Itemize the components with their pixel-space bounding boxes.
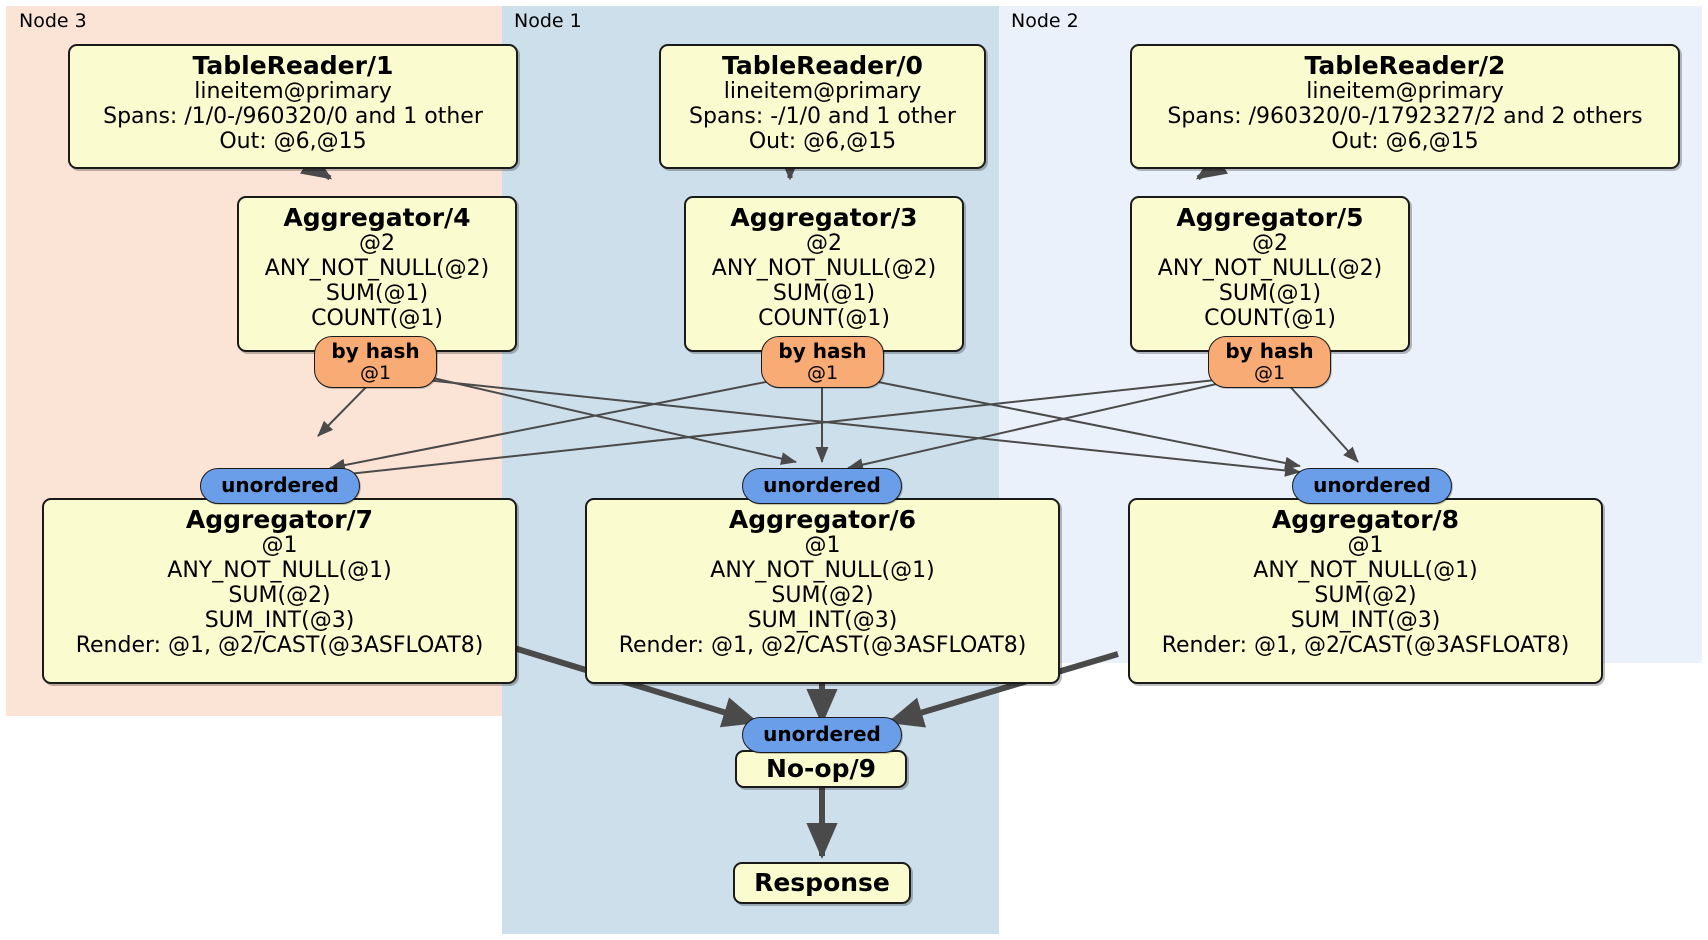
processor-detail-line: ANY_NOT_NULL(@1) bbox=[167, 558, 392, 584]
badge-label: by hash bbox=[778, 338, 867, 363]
processor-box-aggregator-4[interactable]: Aggregator/4 @2 ANY_NOT_NULL(@2) SUM(@1)… bbox=[237, 196, 517, 352]
processor-render-line: Render: @1, @2/CAST(@3ASFLOAT8) bbox=[1161, 632, 1570, 658]
badge-label: unordered bbox=[1313, 473, 1431, 498]
processor-render-line: Render: @1, @2/CAST(@3ASFLOAT8) bbox=[618, 632, 1027, 658]
processor-detail-line: Spans: -/1/0 and 1 other bbox=[689, 104, 956, 130]
processor-title: TableReader/0 bbox=[722, 51, 923, 80]
processor-detail-line: SUM_INT(@3) bbox=[204, 607, 355, 633]
badge-by-hash-node2[interactable]: by hash @1 bbox=[1208, 336, 1331, 388]
processor-title: Aggregator/8 bbox=[1271, 505, 1460, 534]
processor-box-aggregator-8[interactable]: Aggregator/8 @1 ANY_NOT_NULL(@1) SUM(@2)… bbox=[1128, 498, 1603, 684]
processor-title: Aggregator/7 bbox=[185, 505, 374, 534]
processor-render-line: Render: @1, @2/CAST(@3ASFLOAT8) bbox=[75, 632, 484, 658]
processor-detail-line: ANY_NOT_NULL(@1) bbox=[710, 558, 935, 584]
processor-detail-line: COUNT(@1) bbox=[758, 305, 890, 331]
processor-title: Response bbox=[754, 867, 890, 897]
badge-unordered-node3[interactable]: unordered bbox=[200, 468, 360, 504]
badge-by-hash-node1[interactable]: by hash @1 bbox=[761, 336, 884, 388]
processor-box-aggregator-3[interactable]: Aggregator/3 @2 ANY_NOT_NULL(@2) SUM(@1)… bbox=[684, 196, 964, 352]
processor-detail-line: SUM(@1) bbox=[325, 280, 429, 306]
processor-title: Aggregator/4 bbox=[283, 203, 471, 232]
processor-detail-line: ANY_NOT_NULL(@2) bbox=[1157, 256, 1383, 282]
processor-box-aggregator-7[interactable]: Aggregator/7 @1 ANY_NOT_NULL(@1) SUM(@2)… bbox=[42, 498, 517, 684]
processor-detail-line: lineitem@primary bbox=[723, 79, 922, 105]
processor-detail-line: ANY_NOT_NULL(@1) bbox=[1253, 558, 1478, 584]
processor-box-response[interactable]: Response bbox=[733, 862, 911, 904]
badge-label: by hash bbox=[331, 338, 420, 363]
processor-detail-line: @1 bbox=[1347, 533, 1384, 559]
badge-by-hash-node3[interactable]: by hash @1 bbox=[314, 336, 437, 388]
processor-title: Aggregator/6 bbox=[728, 505, 917, 534]
processor-detail-line: lineitem@primary bbox=[1306, 79, 1504, 105]
processor-detail-line: @1 bbox=[261, 533, 298, 559]
badge-unordered-node2[interactable]: unordered bbox=[1292, 468, 1452, 504]
badge-unordered-node1[interactable]: unordered bbox=[742, 468, 902, 504]
badge-label: unordered bbox=[763, 473, 881, 498]
badge-label: unordered bbox=[763, 722, 881, 747]
processor-detail-line: SUM(@2) bbox=[1314, 582, 1417, 608]
processor-detail-line: SUM_INT(@3) bbox=[747, 607, 898, 633]
badge-unordered-final[interactable]: unordered bbox=[742, 717, 902, 753]
badge-sublabel: @1 bbox=[1253, 361, 1286, 384]
processor-box-aggregator-6[interactable]: Aggregator/6 @1 ANY_NOT_NULL(@1) SUM(@2)… bbox=[585, 498, 1060, 684]
processor-box-table-reader-1[interactable]: TableReader/1 lineitem@primary Spans: /1… bbox=[68, 44, 518, 169]
processor-detail-line: Out: @6,@15 bbox=[748, 128, 897, 154]
processor-box-table-reader-2[interactable]: TableReader/2 lineitem@primary Spans: /9… bbox=[1130, 44, 1680, 169]
processor-title: TableReader/1 bbox=[192, 51, 394, 80]
processor-detail-line: lineitem@primary bbox=[194, 79, 392, 105]
node-label-node3: Node 3 bbox=[19, 10, 87, 32]
processor-title: TableReader/2 bbox=[1304, 51, 1506, 80]
processor-detail-line: COUNT(@1) bbox=[1204, 305, 1336, 331]
processor-detail-line: SUM(@1) bbox=[1218, 280, 1322, 306]
processor-detail-line: Out: @6,@15 bbox=[219, 128, 367, 154]
processor-detail-line: ANY_NOT_NULL(@2) bbox=[264, 256, 490, 282]
processor-box-aggregator-5[interactable]: Aggregator/5 @2 ANY_NOT_NULL(@2) SUM(@1)… bbox=[1130, 196, 1410, 352]
processor-detail-line: Spans: /960320/0-/1792327/2 and 2 others bbox=[1167, 104, 1643, 130]
processor-detail-line: @2 bbox=[806, 231, 842, 257]
processor-box-noop-9[interactable]: No-op/9 bbox=[735, 750, 907, 788]
processor-title: Aggregator/5 bbox=[1176, 203, 1364, 232]
processor-detail-line: ANY_NOT_NULL(@2) bbox=[711, 256, 937, 282]
processor-detail-line: SUM_INT(@3) bbox=[1290, 607, 1441, 633]
processor-detail-line: SUM(@2) bbox=[228, 582, 331, 608]
processor-detail-line: @2 bbox=[1252, 231, 1288, 257]
badge-sublabel: @1 bbox=[806, 361, 839, 384]
processor-detail-line: SUM(@2) bbox=[771, 582, 874, 608]
processor-detail-line: @1 bbox=[804, 533, 841, 559]
processor-detail-line: COUNT(@1) bbox=[311, 305, 443, 331]
processor-detail-line: @2 bbox=[359, 231, 395, 257]
node-label-node2: Node 2 bbox=[1011, 10, 1079, 32]
processor-detail-line: Out: @6,@15 bbox=[1331, 128, 1479, 154]
processor-title: Aggregator/3 bbox=[730, 203, 918, 232]
processor-detail-line: SUM(@1) bbox=[772, 280, 876, 306]
processor-box-table-reader-0[interactable]: TableReader/0 lineitem@primary Spans: -/… bbox=[659, 44, 986, 169]
badge-label: by hash bbox=[1225, 338, 1314, 363]
processor-detail-line: Spans: /1/0-/960320/0 and 1 other bbox=[103, 104, 483, 130]
badge-sublabel: @1 bbox=[359, 361, 392, 384]
badge-label: unordered bbox=[221, 473, 339, 498]
processor-title: No-op/9 bbox=[765, 753, 877, 783]
node-label-node1: Node 1 bbox=[514, 10, 582, 32]
